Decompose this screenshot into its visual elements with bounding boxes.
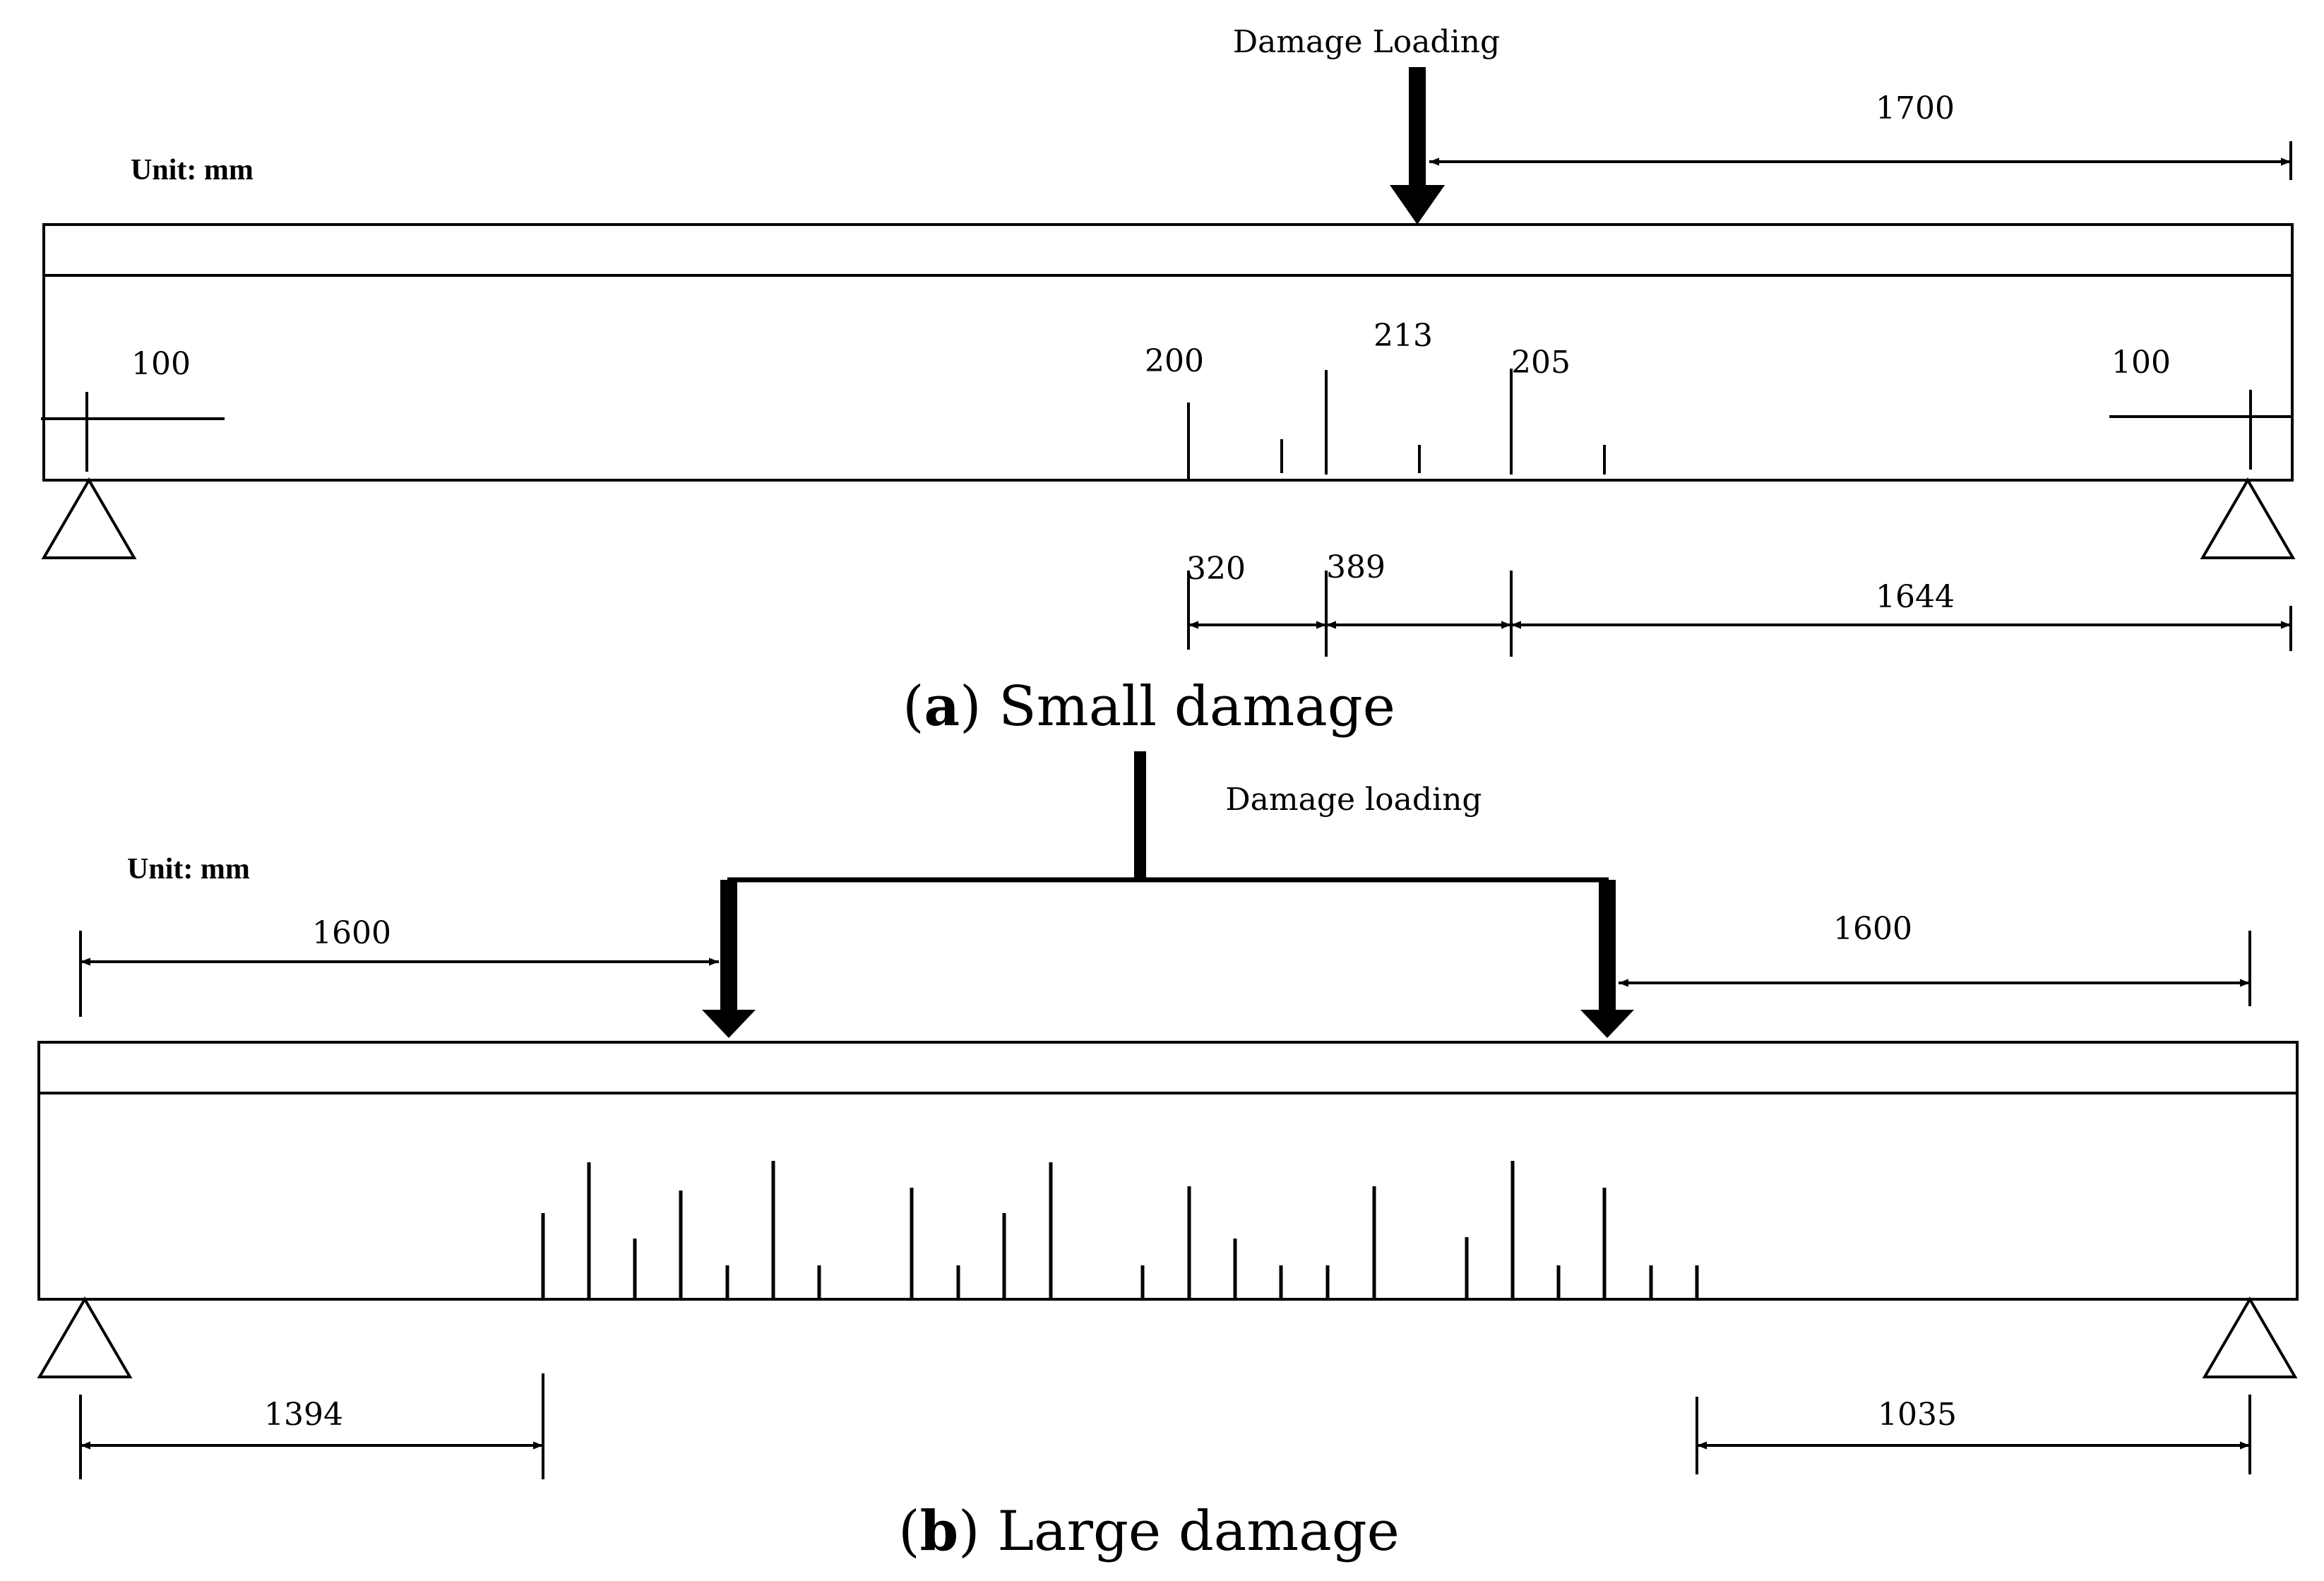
support-right xyxy=(2202,1296,2298,1378)
panel-small-damage: Unit: mm Damage Loading 1700 200 xyxy=(41,24,2296,739)
support-right xyxy=(2200,477,2296,559)
beam xyxy=(37,1041,2299,1301)
crack-height-label: 205 xyxy=(1511,345,1571,381)
top-dimensions: 1600 1600 xyxy=(79,911,2251,1017)
dimension-label: 1644 xyxy=(1876,579,1955,615)
support-offset-left: 100 xyxy=(41,346,225,472)
spreader-load xyxy=(702,751,1634,1038)
dimension-label: 1600 xyxy=(312,915,391,951)
dimension-label: 1700 xyxy=(1876,90,1955,126)
load-arrow xyxy=(1599,880,1616,1018)
dimension-label: 1035 xyxy=(1878,1397,1957,1433)
caption-small-damage: (a) Small damage xyxy=(902,674,1395,739)
bottom-dimensions: 1394 1035 xyxy=(79,1373,2251,1479)
load-arrow xyxy=(720,880,737,1018)
bottom-dimensions: 320 389 1644 xyxy=(1186,549,2292,657)
support-left xyxy=(41,477,137,559)
load-arrow xyxy=(1390,67,1445,225)
dimension-label: 1394 xyxy=(264,1397,343,1433)
crack-height-label: 213 xyxy=(1373,318,1433,354)
damage-loading-label: Damage loading xyxy=(1225,782,1482,818)
offset-label: 100 xyxy=(2111,345,2171,381)
cracks xyxy=(1187,369,1606,480)
dimension-label: 389 xyxy=(1326,549,1386,585)
unit-label: Unit: mm xyxy=(131,154,254,186)
unit-label: Unit: mm xyxy=(127,853,250,885)
support-left xyxy=(37,1296,133,1378)
dimension-label: 1600 xyxy=(1833,911,1912,947)
beam xyxy=(42,223,2294,482)
offset-label: 100 xyxy=(131,346,191,382)
dimension-1700: 1700 xyxy=(1429,90,2292,180)
panel-large-damage: Unit: mm Damage loading 1600 1600 xyxy=(37,751,2299,1563)
crack-height-label: 200 xyxy=(1145,343,1204,379)
caption-large-damage: (b) Large damage xyxy=(898,1499,1400,1563)
support-offset-right: 100 xyxy=(2109,345,2291,470)
dimension-label: 320 xyxy=(1186,551,1246,587)
cracks xyxy=(541,1161,1699,1298)
damage-loading-label: Damage Loading xyxy=(1233,24,1500,60)
